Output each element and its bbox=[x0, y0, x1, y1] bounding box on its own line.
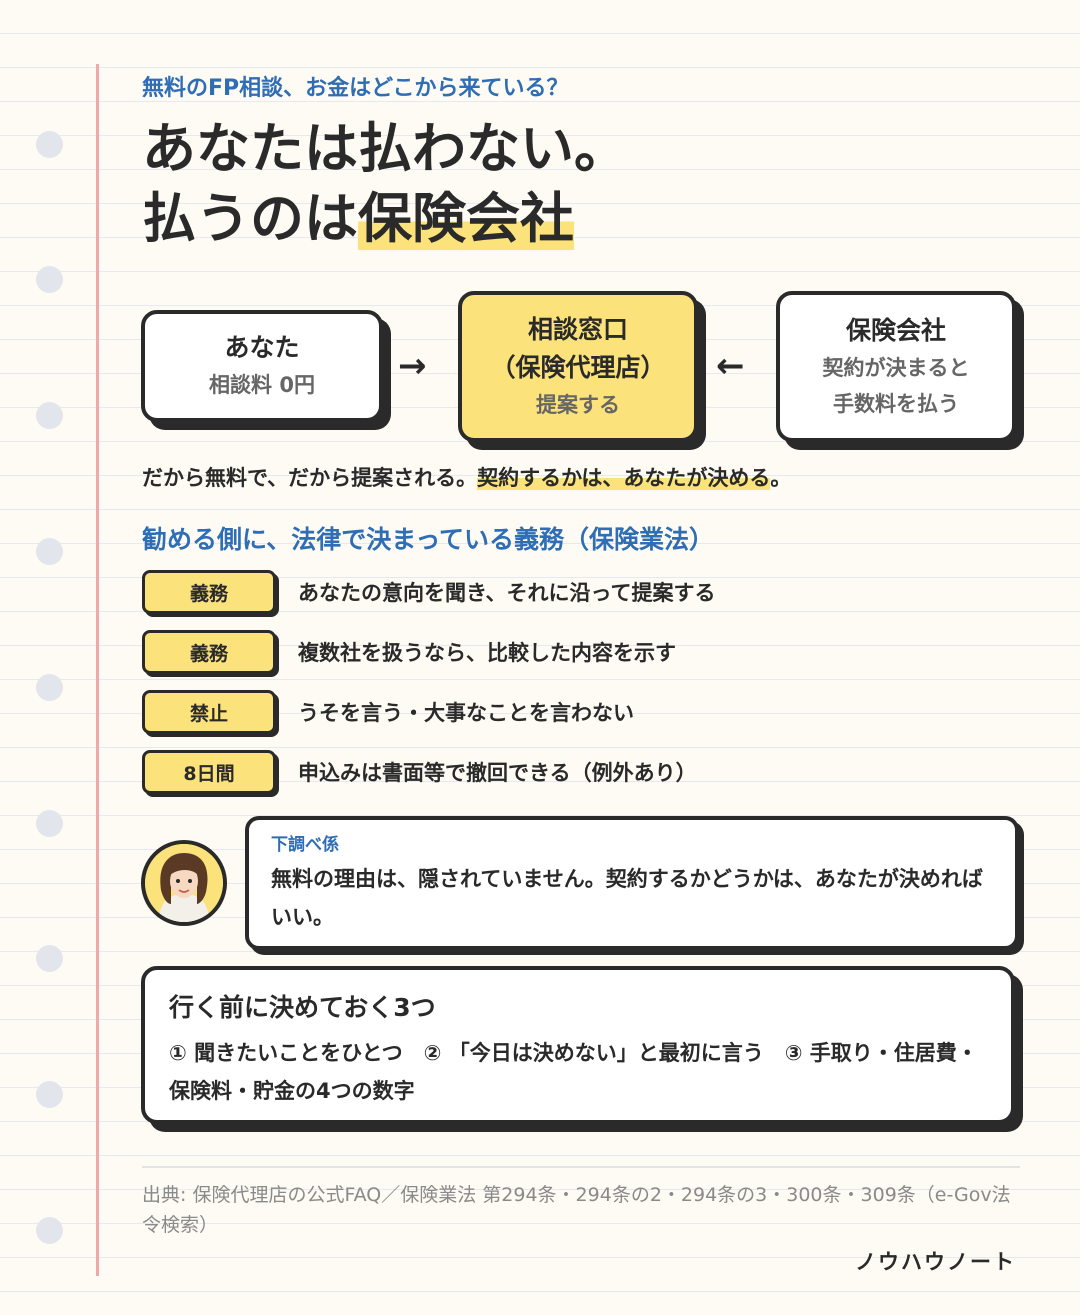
flow-you-title: あなた bbox=[224, 333, 300, 362]
summary-end: 。 bbox=[770, 466, 792, 490]
binder-hole bbox=[36, 674, 63, 701]
speech-bubble: 下調べ係 無料の理由は、隠されていません。契約するかどうかは、あなたが決めればい… bbox=[245, 816, 1019, 950]
binder-hole bbox=[36, 538, 63, 565]
title-highlight: 保険会社 bbox=[358, 187, 574, 250]
flow-box-you: あなた 相談料 0円 bbox=[141, 310, 383, 422]
avatar bbox=[141, 840, 227, 926]
divider bbox=[142, 1166, 1020, 1168]
speaker-name: 下調べ係 bbox=[271, 835, 339, 855]
title-line-1: あなたは払わない。 bbox=[142, 117, 628, 180]
flow-box-agent: 相談窓口 （保険代理店） 提案する bbox=[458, 291, 698, 442]
checklist-body: ① 聞きたいことをひとつ ② 「今日は決めない」と最初に言う ③ 手取り・住居費… bbox=[169, 1041, 978, 1103]
binder-hole bbox=[36, 266, 63, 293]
binder-hole bbox=[36, 1217, 63, 1244]
flow-agent-sub: 提案する bbox=[536, 392, 620, 417]
summary-line: だから無料で、だから提案される。契約するかは、あなたが決める。 bbox=[142, 462, 791, 492]
flow-agent-title-2: （保険代理店） bbox=[490, 352, 666, 382]
source-citation: 出典: 保険代理店の公式FAQ／保険業法 第294条・294条の2・294条の3… bbox=[142, 1184, 1011, 1236]
duty-text: うそを言う・大事なことを言わない bbox=[298, 701, 634, 725]
binder-hole bbox=[36, 810, 63, 837]
flow-insurer-title: 保険会社 bbox=[845, 315, 946, 345]
arrow-left-icon: ← bbox=[716, 346, 745, 386]
speech-message: 無料の理由は、隠されていません。契約するかどうかは、あなたが決めればいい。 bbox=[271, 867, 983, 929]
duty-row: 8日間 申込みは書面等で撤回できる（例外あり） bbox=[142, 750, 697, 794]
duty-text: あなたの意向を聞き、それに沿って提案する bbox=[298, 581, 716, 605]
duty-row: 義務 あなたの意向を聞き、それに沿って提案する bbox=[142, 570, 715, 614]
binder-hole bbox=[36, 131, 63, 158]
duty-text: 複数社を扱うなら、比較した内容を示す bbox=[298, 641, 676, 665]
checklist-card: 行く前に決めておく3つ ① 聞きたいことをひとつ ② 「今日は決めない」と最初に… bbox=[141, 966, 1015, 1124]
arrow-right-icon: → bbox=[398, 346, 427, 386]
flow-insurer-sub-1: 契約が決まると bbox=[822, 355, 970, 380]
eyebrow-text: 無料のFP相談、お金はどこから来ている？ bbox=[142, 76, 569, 101]
binder-hole bbox=[36, 1081, 63, 1108]
binder-hole bbox=[36, 945, 63, 972]
brand-logo-text: ノウハウノート bbox=[855, 1250, 1016, 1274]
page-title: あなたは払わない。 払うのは保険会社 bbox=[142, 114, 628, 254]
section-title: 勧める側に、法律で決まっている義務（保険業法） bbox=[142, 525, 715, 554]
flow-box-insurer: 保険会社 契約が決まると 手数料を払う bbox=[776, 291, 1016, 442]
duty-row: 義務 複数社を扱うなら、比較した内容を示す bbox=[142, 630, 676, 674]
title-line-2-lead: 払うのは bbox=[142, 187, 358, 250]
summary-highlight: 契約するかは、あなたが決める bbox=[477, 466, 771, 490]
flow-you-sub: 相談料 0円 bbox=[209, 373, 315, 397]
checklist-title: 行く前に決めておく3つ bbox=[169, 993, 436, 1022]
duty-badge: 義務 bbox=[142, 630, 276, 674]
cooling-off-badge: 8日間 bbox=[142, 750, 276, 794]
title-line-2: 払うのは保険会社 bbox=[142, 184, 628, 254]
flow-insurer-sub-2: 手数料を払う bbox=[833, 391, 959, 416]
duty-row: 禁止 うそを言う・大事なことを言わない bbox=[142, 690, 634, 734]
duty-badge: 義務 bbox=[142, 570, 276, 614]
prohibition-badge: 禁止 bbox=[142, 690, 276, 734]
binder-hole bbox=[36, 402, 63, 429]
summary-lead: だから無料で、だから提案される。 bbox=[142, 466, 478, 490]
duty-text: 申込みは書面等で撤回できる（例外あり） bbox=[298, 761, 697, 785]
flow-agent-title-1: 相談窓口 bbox=[527, 314, 628, 344]
avatar-illustration-icon bbox=[145, 844, 223, 922]
notebook-margin-line bbox=[96, 64, 99, 1276]
